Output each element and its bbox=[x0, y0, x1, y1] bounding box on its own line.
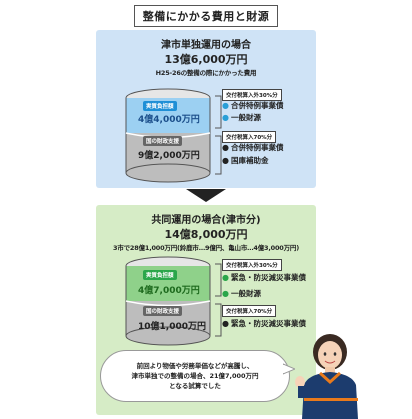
section-joint-lower-box: 交付税算入70%分 bbox=[222, 305, 277, 317]
bullet-icon: ● bbox=[222, 289, 229, 298]
section-standalone-lower-amount: 9億2,000万円 bbox=[138, 151, 200, 161]
section-joint-lower-amount: 10億1,000万円 bbox=[138, 322, 206, 332]
bracket-lines-joint bbox=[215, 263, 222, 337]
section-standalone-lower-item-1: ●合併特例事業債 bbox=[222, 143, 284, 152]
firefighter-illustration bbox=[295, 334, 358, 419]
bullet-icon: ● bbox=[222, 319, 229, 328]
section-joint-total: 14億8,000万円 bbox=[164, 228, 248, 241]
down-arrow-icon bbox=[186, 189, 226, 202]
speech-line-2: 津市単独での整備の場合、21億7,000万円 bbox=[131, 372, 259, 380]
section-standalone-upper-item-1: ●合併特例事業債 bbox=[222, 101, 284, 110]
section-joint-heading: 共同運用の場合(津市分) bbox=[151, 215, 261, 226]
cylinder-bottom-ellipse bbox=[125, 163, 211, 183]
section-standalone-upper-box: 交付税算入外30%分 bbox=[222, 89, 282, 101]
section-joint-upper-item-2: ●一般財源 bbox=[222, 289, 261, 298]
section-standalone-note: H25-26の整備の際にかかった費用 bbox=[155, 69, 257, 77]
page-title: 整備にかかる費用と財源 bbox=[133, 5, 279, 27]
speech-line-3: となる試算でした bbox=[169, 382, 221, 390]
bracket-lines-standalone bbox=[215, 95, 222, 175]
section-joint-upper-tag: 実質負担額 bbox=[143, 270, 177, 280]
section-standalone-lower-box: 交付税算入70%分 bbox=[222, 131, 277, 143]
section-joint-upper-box: 交付税算入外30%分 bbox=[222, 259, 282, 271]
section-standalone-upper-item-2: ●一般財源 bbox=[222, 113, 261, 122]
speech-bubble: 前回より物価や労務単価などが高騰し、 津市単独での整備の場合、21億7,000万… bbox=[100, 350, 290, 402]
bullet-icon: ● bbox=[222, 113, 229, 122]
section-joint-lower-item-1: ●緊急・防災減災事業債 bbox=[222, 319, 306, 328]
bullet-icon: ● bbox=[222, 156, 229, 165]
bullet-icon: ● bbox=[222, 143, 229, 152]
section-standalone-lower-item-2: ●国庫補助金 bbox=[222, 156, 269, 165]
section-standalone-lower-tag: 国の財政支援 bbox=[143, 136, 183, 146]
page-title-wrapper: 整備にかかる費用と財源 bbox=[0, 4, 412, 28]
speech-bubble-tail bbox=[283, 363, 295, 375]
section-standalone-heading: 津市単独運用の場合 bbox=[161, 40, 251, 51]
cylinder-joint bbox=[125, 256, 211, 346]
bullet-icon: ● bbox=[222, 273, 229, 282]
section-joint-lower-tag: 国の財政支援 bbox=[143, 306, 183, 316]
speech-line-1: 前回より物価や労務単価などが高騰し、 bbox=[136, 362, 254, 370]
section-joint-upper-item-1: ●緊急・防災減災事業債 bbox=[222, 273, 306, 282]
bullet-icon: ● bbox=[222, 101, 229, 110]
section-joint-note: 3市で28億1,000万円(鈴鹿市…9億円、亀山市…4億3,000万円) bbox=[113, 244, 299, 252]
section-standalone-total: 13億6,000万円 bbox=[164, 53, 248, 66]
section-standalone-upper-amount: 4億4,000万円 bbox=[138, 115, 200, 125]
section-standalone-upper-tag: 実質負担額 bbox=[143, 101, 177, 111]
section-joint-upper-amount: 4億7,000万円 bbox=[138, 286, 200, 296]
